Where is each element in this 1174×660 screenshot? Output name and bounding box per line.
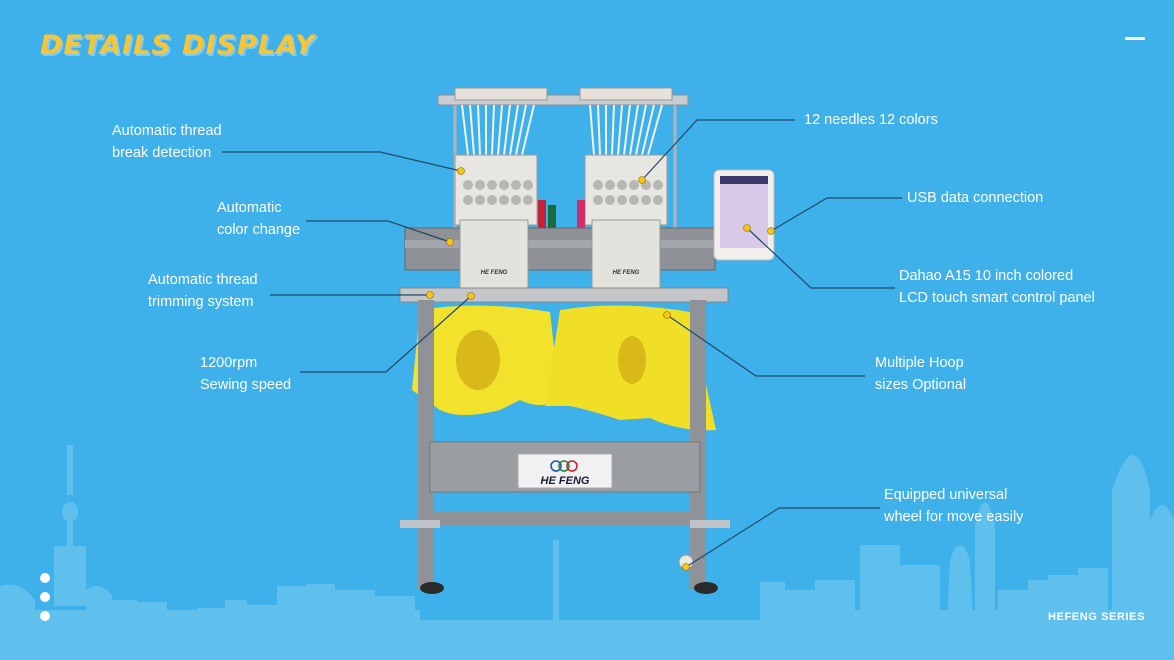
menu-dash-icon[interactable] bbox=[1125, 37, 1145, 40]
slide-pagination bbox=[40, 573, 50, 621]
page-title: DETAILS DISPLAY bbox=[40, 30, 316, 61]
svg-text:HE FENG: HE FENG bbox=[541, 475, 590, 487]
feature-usb-connection: USB data connection bbox=[907, 190, 1044, 206]
svg-text:HE FENG: HE FENG bbox=[613, 270, 640, 276]
pagination-dot-2[interactable] bbox=[40, 592, 50, 602]
feature-thread-break-detection: Automatic thread break detection bbox=[112, 123, 222, 161]
feature-sewing-speed: 1200rpm Sewing speed bbox=[200, 355, 292, 393]
feature-needles-colors: 12 needles 12 colors bbox=[804, 112, 938, 128]
feature-thread-trimming: Automatic thread trimming system bbox=[148, 272, 258, 310]
feature-control-panel: Dahao A15 10 inch colored LCD touch smar… bbox=[899, 268, 1095, 306]
feature-color-change: Automatic color change bbox=[217, 200, 301, 238]
feature-universal-wheel: Equipped universal wheel for move easily bbox=[884, 487, 1024, 525]
pagination-dot-3[interactable] bbox=[40, 611, 50, 621]
series-label: HEFENG SERIES bbox=[1048, 611, 1146, 623]
pagination-dot-1[interactable] bbox=[40, 573, 50, 583]
svg-text:HE FENG: HE FENG bbox=[481, 270, 508, 276]
feature-hoop-sizes: Multiple Hoop sizes Optional bbox=[875, 355, 967, 393]
